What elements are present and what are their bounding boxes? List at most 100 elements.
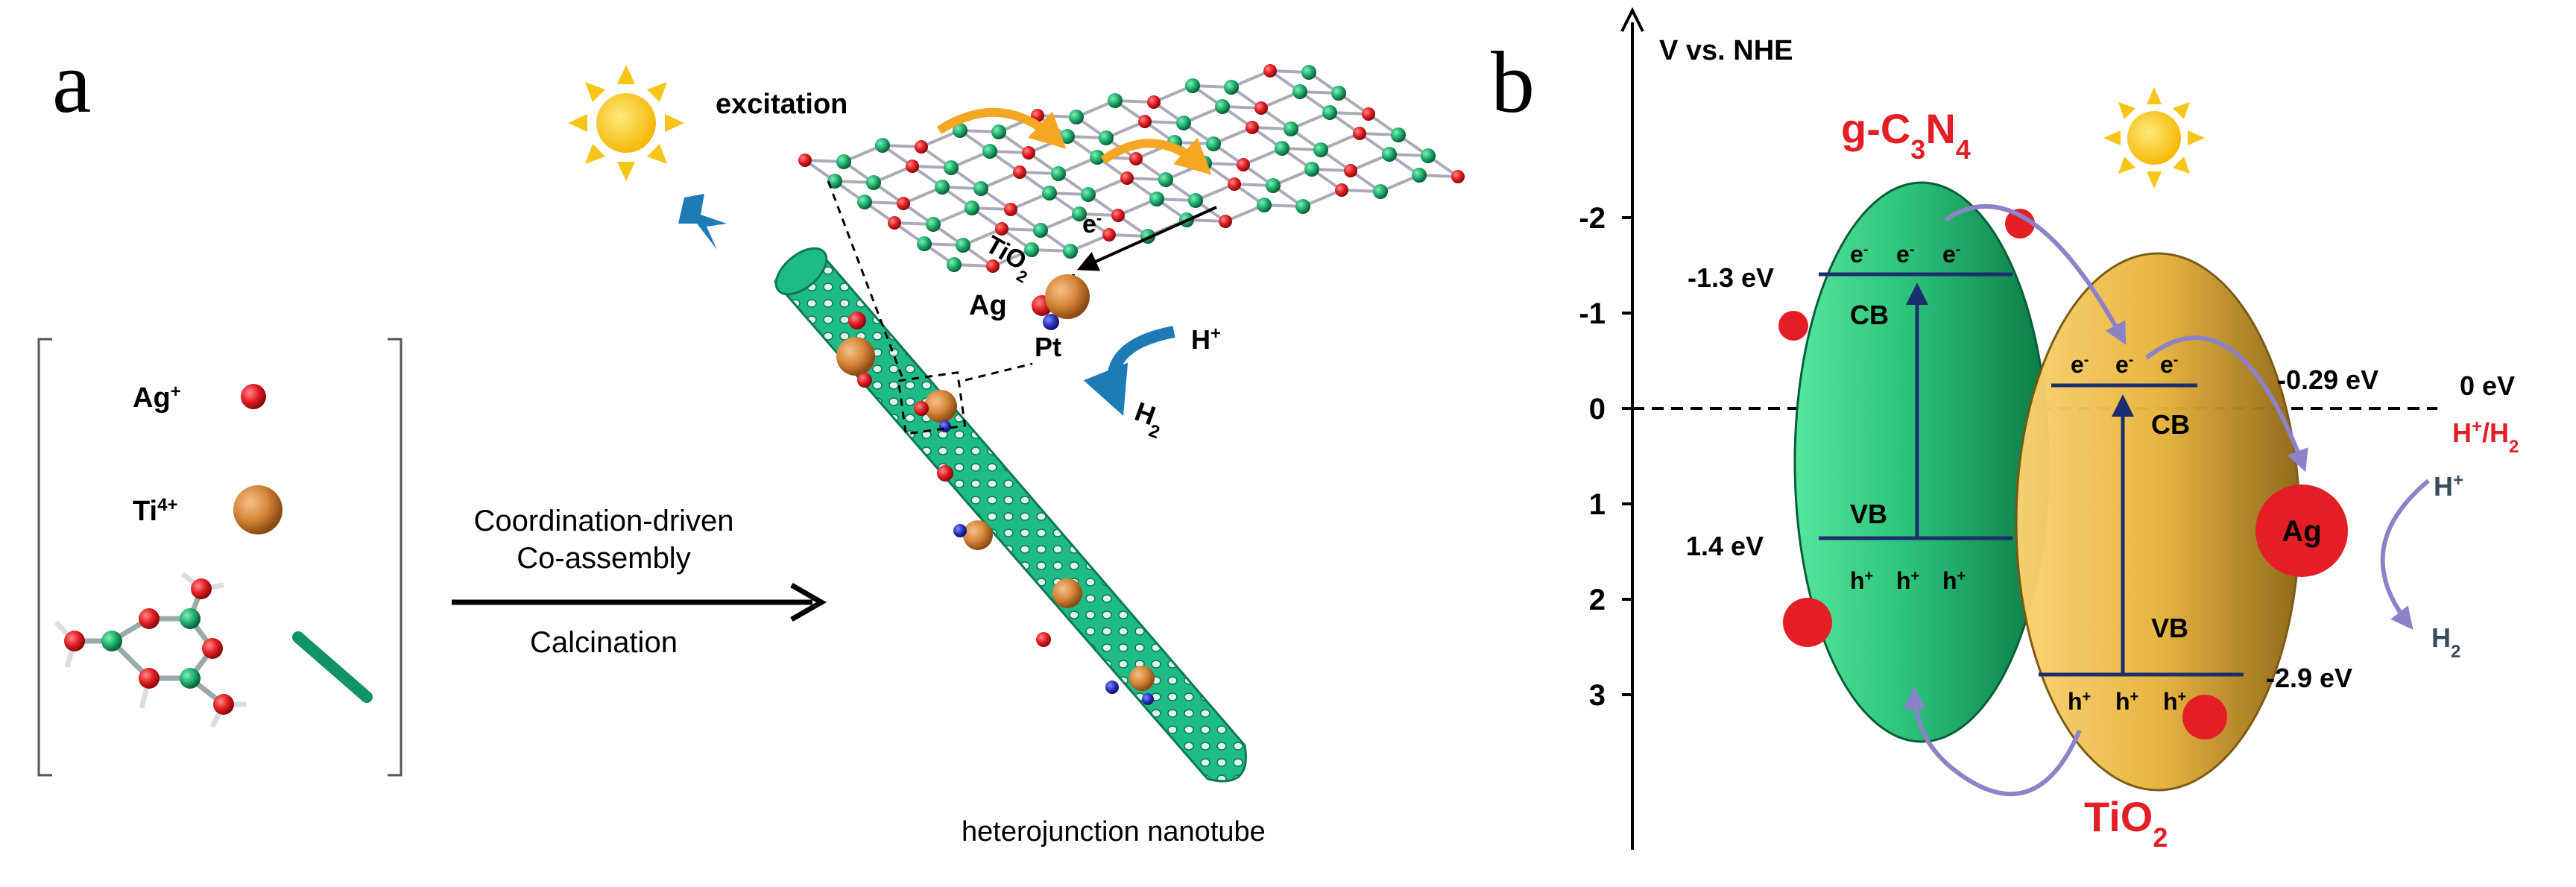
lattice-atom xyxy=(1219,215,1232,228)
lattice-atom xyxy=(991,124,1006,139)
excitation-arrow-1 xyxy=(936,107,1067,149)
axis-tick-label: -2 xyxy=(1579,202,1606,235)
tio2-particle-zoom xyxy=(1045,274,1090,319)
gcn-sheet xyxy=(798,64,1465,273)
excitation-arrow-2 xyxy=(1100,137,1212,175)
ag-label-b: Ag xyxy=(2282,515,2321,548)
lattice-atom xyxy=(1158,172,1173,187)
lattice-atom xyxy=(956,238,970,253)
lattice-atom xyxy=(973,181,988,196)
ag-label-a: Ag xyxy=(969,290,1007,321)
lattice-atom xyxy=(1266,178,1281,193)
h2-label-b: H2 xyxy=(2431,622,2460,662)
lattice-atom xyxy=(917,236,932,251)
tio2-label-a: TiO2 xyxy=(977,230,1039,286)
lattice-atom xyxy=(1382,147,1397,162)
gcn-label: g-C3N4 xyxy=(1841,105,1971,165)
tio2-hole-3: h+ xyxy=(2163,688,2186,715)
lattice-atom xyxy=(1228,177,1241,191)
zoom-indicator xyxy=(826,178,1033,435)
lattice-atom xyxy=(935,180,950,195)
lattice-atom xyxy=(888,216,901,230)
axis-tick-label: 3 xyxy=(1589,679,1606,712)
lattice-atom xyxy=(1138,115,1152,128)
hh2-label: H+/H2 xyxy=(2452,417,2519,457)
gcn-band-ellipse xyxy=(1793,181,2050,743)
gcn-vb-energy: 1.4 eV xyxy=(1686,531,1764,561)
gcn-vb-label: VB xyxy=(1850,499,1887,529)
process-arrow-head xyxy=(790,582,827,622)
lattice-atom xyxy=(1147,95,1161,109)
hplus-label-a: H+ xyxy=(1191,323,1221,356)
lattice-atom xyxy=(1188,193,1203,208)
lattice-atom xyxy=(1051,166,1066,181)
legend-ti-label: Ti4+ xyxy=(133,495,177,528)
gcn-cb-energy: -1.3 eV xyxy=(1688,262,1774,293)
panel-letter-b: b xyxy=(1491,34,1535,131)
precursor-bracket xyxy=(37,338,402,777)
gcn-hole-1: h+ xyxy=(1850,567,1873,594)
electron-transfer-arrow xyxy=(1076,206,1217,271)
pt-particle-zoom xyxy=(1043,314,1059,330)
lattice-atom xyxy=(1185,78,1200,93)
lattice-atom xyxy=(1353,127,1366,140)
lattice-atom xyxy=(986,259,1000,273)
pt-label-a: Pt xyxy=(1035,332,1061,362)
axis-tick-label: 2 xyxy=(1589,584,1606,616)
lattice-atom xyxy=(897,197,910,210)
lattice-atom xyxy=(1081,187,1096,202)
arrow-label-top-1: Coordination-driven xyxy=(473,505,733,537)
reduction-arrow xyxy=(1083,326,1175,416)
lattice-atom xyxy=(1206,136,1221,151)
lattice-atom xyxy=(1111,209,1125,222)
tio2-vb-label: VB xyxy=(2151,613,2188,643)
lattice-atom xyxy=(906,160,919,173)
hole-transfer-arrow xyxy=(1903,686,2082,797)
lattice-atom xyxy=(1129,152,1143,165)
lattice-atom xyxy=(836,154,851,169)
tio2-electron-2: e- xyxy=(2115,351,2133,378)
lattice-atom xyxy=(1331,86,1346,101)
lattice-atom xyxy=(1304,162,1319,177)
lattice-atom xyxy=(1362,107,1375,121)
gcn-electron-3: e- xyxy=(1942,241,1960,268)
tio2-label-b: TiO2 xyxy=(2084,793,2168,853)
lattice-atom xyxy=(1108,93,1123,108)
ag-ion-sphere xyxy=(241,384,266,409)
lattice-atom xyxy=(1246,121,1259,134)
lattice-atom xyxy=(1322,105,1337,120)
lattice-atom xyxy=(1257,198,1272,212)
heterojunction-nanotube xyxy=(774,247,1247,783)
lattice-atom xyxy=(995,222,1008,236)
lattice-atom xyxy=(1301,65,1316,80)
lattice-atom xyxy=(965,201,979,215)
lattice-atom xyxy=(1391,127,1406,142)
nanotube-caption: heterojunction nanotube xyxy=(962,816,1266,847)
lattice-atom xyxy=(926,217,941,232)
panel-a: a Ag+ Ti4+ xyxy=(37,34,1465,847)
lattice-atom xyxy=(1004,203,1017,216)
energy-axis-arrow xyxy=(1620,7,1644,32)
lattice-atom xyxy=(1335,183,1348,197)
lattice-atom xyxy=(1042,186,1057,201)
tio2-vb-energy: -2.9 eV xyxy=(2266,663,2352,693)
gcn-electron-2: e- xyxy=(1896,241,1914,268)
lattice-atom xyxy=(1373,184,1388,199)
excitation-label: excitation xyxy=(716,89,847,120)
lattice-atom xyxy=(1033,223,1048,238)
h-reduction-arrow-b xyxy=(2380,479,2430,631)
lattice-atom xyxy=(1254,101,1268,115)
gcn-cb-label: CB xyxy=(1850,300,1889,330)
tio2-cb-energy: -0.29 eV xyxy=(2277,364,2378,395)
legend-ag-label: Ag+ xyxy=(133,382,181,414)
axis-title: V vs. NHE xyxy=(1659,35,1793,66)
lattice-atom xyxy=(982,144,997,159)
arrow-label-bottom: Calcination xyxy=(530,626,678,659)
electron-label: e- xyxy=(1082,209,1102,239)
lattice-atom xyxy=(1451,170,1465,183)
lattice-atom xyxy=(1284,121,1298,136)
tio2-hole-1: h+ xyxy=(2068,688,2091,715)
lattice-atom xyxy=(1224,80,1239,95)
lattice-atom xyxy=(1099,130,1114,145)
